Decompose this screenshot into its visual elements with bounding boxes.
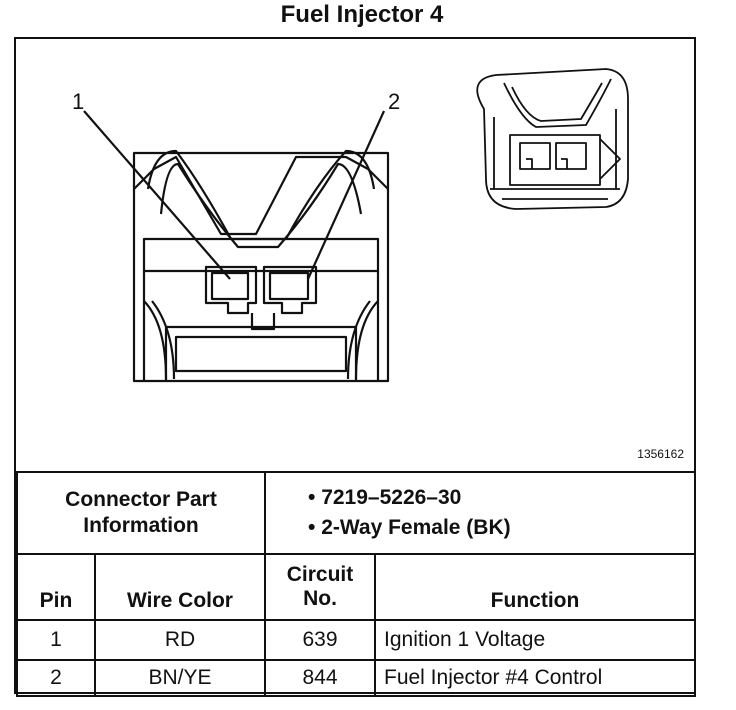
header-function: Function	[374, 553, 696, 621]
circuit-cell: 639	[264, 619, 376, 661]
connector-type-item: • 2-Way Female (BK)	[308, 516, 511, 539]
connector-sheet: 1 2 1356162 Connector Part Information •…	[14, 37, 696, 697]
function-cell: Fuel Injector #4 Control	[374, 659, 696, 697]
pin-cell: 1	[16, 619, 96, 661]
wire-color-cell: RD	[94, 619, 266, 661]
pinout-table: Connector Part Information • 7219–5226–3…	[16, 471, 696, 697]
connector-diagram: 1 2 1356162	[16, 39, 694, 471]
connector-face-drawing	[83, 68, 629, 383]
part-number-item: • 7219–5226–30	[308, 486, 462, 509]
pin-2-callout: 2	[388, 89, 401, 114]
pin-1-cavity	[204, 265, 258, 315]
pin-1-callout: 1	[72, 89, 85, 114]
pin-2-cavity	[262, 265, 318, 315]
connector-part-info-label: Connector Part Information	[16, 471, 266, 555]
circuit-cell: 844	[264, 659, 376, 697]
header-wire-color: Wire Color	[94, 553, 266, 621]
connector-info-row: Connector Part Information • 7219–5226–3…	[16, 471, 696, 555]
header-circuit-no: Circuit No.	[264, 553, 376, 621]
connector-body	[132, 151, 390, 383]
page-title: Fuel Injector 4	[280, 1, 444, 28]
function-cell: Ignition 1 Voltage	[374, 619, 696, 661]
figure-id: 1356162	[637, 447, 684, 461]
connector-isometric-view	[476, 68, 629, 210]
connector-part-info-list: • 7219–5226–30 • 2-Way Female (BK)	[264, 471, 696, 555]
pin-cell: 2	[16, 659, 96, 697]
table-header-row: Pin Wire Color Circuit No. Function	[16, 553, 696, 621]
table-row: 2 BN/YE 844 Fuel Injector #4 Control	[16, 659, 696, 697]
header-pin: Pin	[16, 553, 96, 621]
wire-color-cell: BN/YE	[94, 659, 266, 697]
table-row: 1 RD 639 Ignition 1 Voltage	[16, 619, 696, 661]
